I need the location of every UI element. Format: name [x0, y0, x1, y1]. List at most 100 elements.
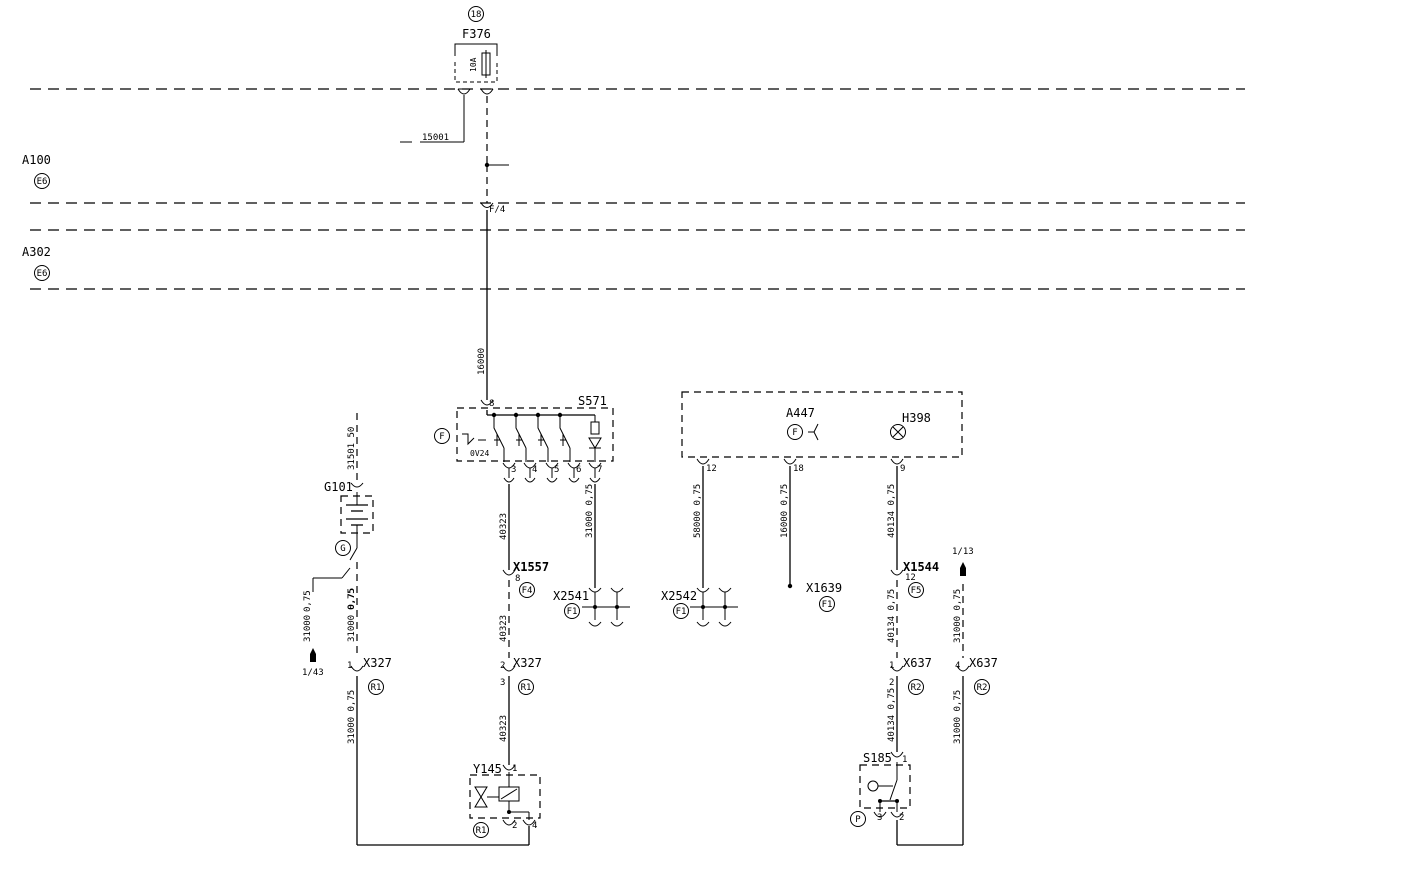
- svg-text:31000 0,75: 31000 0,75: [953, 690, 963, 744]
- svg-text:2: 2: [512, 821, 517, 831]
- svg-text:31000 0,75: 31000 0,75: [585, 484, 595, 538]
- svg-text:R1: R1: [371, 683, 382, 693]
- module-a302: A302 E6: [22, 245, 51, 281]
- s571-name: S571: [578, 394, 607, 408]
- svg-text:E6: E6: [37, 269, 48, 279]
- s185-name: S185: [863, 751, 892, 765]
- svg-text:2: 2: [889, 678, 894, 688]
- wire-31000-right-column[interactable]: 1/13 31000 0,75 4 X637 R2 31000 0,75: [952, 547, 998, 845]
- svg-text:12: 12: [706, 464, 717, 474]
- svg-text:E6: E6: [37, 177, 48, 187]
- connector-x2542[interactable]: 58000 0,75 X2542 F1: [661, 466, 738, 627]
- valve-y145[interactable]: Y145 1 2 4 R1: [469, 762, 541, 845]
- svg-text:31000 0,75: 31000 0,75: [347, 690, 357, 744]
- x2542-name: X2542: [661, 589, 697, 603]
- svg-text:5: 5: [554, 465, 559, 475]
- svg-text:1: 1: [902, 755, 907, 765]
- svg-text:F: F: [439, 432, 444, 442]
- module-a447[interactable]: A447 F H398 12 18 9: [681, 391, 963, 474]
- svg-text:0,75: 0,75: [303, 590, 313, 612]
- svg-text:X637: X637: [903, 656, 932, 670]
- fuse-circle-label: 18: [471, 10, 482, 20]
- svg-text:3: 3: [877, 813, 882, 823]
- h398-name: H398: [902, 411, 931, 425]
- svg-text:58000 0,75: 58000 0,75: [693, 484, 703, 538]
- svg-text:R2: R2: [911, 683, 922, 693]
- switch-s571[interactable]: S571 F 0V24 3 4: [434, 394, 614, 483]
- svg-text:F5: F5: [911, 586, 922, 596]
- svg-text:F1: F1: [822, 600, 833, 610]
- wire-40323-column[interactable]: 40323 X1557 8 F4 40323 2 X327 3 R1 40323: [499, 484, 549, 765]
- svg-text:R1: R1: [521, 683, 532, 693]
- svg-text:1: 1: [889, 661, 894, 671]
- svg-text:40323: 40323: [499, 715, 509, 742]
- wire-15001: 15001: [422, 133, 449, 143]
- svg-text:1: 1: [512, 764, 517, 774]
- svg-text:40134 0,75: 40134 0,75: [887, 589, 897, 643]
- svg-text:P: P: [855, 815, 861, 825]
- a100-name: A100: [22, 153, 51, 167]
- x2541-name: X2541: [553, 589, 589, 603]
- s571-lamp-label: 0V24: [470, 449, 489, 458]
- lamp-h398-icon: [890, 424, 906, 440]
- fuse-f376[interactable]: 18 F376 10A 15001: [400, 6, 509, 204]
- svg-text:6: 6: [576, 465, 581, 475]
- svg-text:2: 2: [899, 813, 904, 823]
- x1544-name: X1544: [903, 560, 939, 574]
- x1639-name: X1639: [806, 581, 842, 595]
- svg-text:40134 0,75: 40134 0,75: [887, 484, 897, 538]
- battery-g101[interactable]: 31501 50 G101 G 0,75 31000 0,75 0,75 310…: [302, 413, 529, 846]
- connector-x2541[interactable]: 31000 0,75 X2541 F1: [553, 484, 630, 627]
- svg-text:X637: X637: [969, 656, 998, 670]
- svg-text:F1: F1: [676, 607, 687, 617]
- svg-text:1: 1: [347, 661, 352, 671]
- svg-text:31501 50: 31501 50: [347, 427, 357, 470]
- x1557-name: X1557: [513, 560, 549, 574]
- wire-40134-column[interactable]: 40134 0,75 X1544 12 F5 40134 0,75 1 X637…: [887, 466, 939, 752]
- bus-dashed-lines: [30, 88, 1245, 290]
- module-a100: A100 E6: [22, 153, 51, 189]
- a302-name: A302: [22, 245, 51, 259]
- fuse-name: F376: [462, 27, 491, 41]
- svg-text:40323: 40323: [499, 615, 509, 642]
- svg-text:R1: R1: [476, 826, 487, 836]
- svg-text:2: 2: [500, 661, 505, 671]
- svg-text:9: 9: [900, 464, 905, 474]
- g101-name: G101: [324, 480, 353, 494]
- main-wire-16000[interactable]: F/4 16000 8: [477, 202, 505, 409]
- svg-text:8: 8: [489, 399, 494, 409]
- svg-text:0,75: 0,75: [347, 588, 357, 610]
- svg-text:X327: X327: [363, 656, 392, 670]
- svg-text:F: F: [792, 428, 797, 438]
- svg-text:F4: F4: [522, 586, 533, 596]
- svg-text:4: 4: [532, 465, 537, 475]
- wire-16000-label: 16000: [477, 348, 487, 375]
- svg-text:4: 4: [955, 661, 960, 671]
- switch-s185[interactable]: S185 1 3 2 P: [850, 751, 964, 846]
- svg-text:12: 12: [905, 573, 916, 583]
- y145-name: Y145: [473, 762, 502, 776]
- svg-text:X327: X327: [513, 656, 542, 670]
- svg-text:3: 3: [511, 465, 516, 475]
- svg-text:31000 0,75: 31000 0,75: [347, 588, 357, 642]
- svg-text:3: 3: [500, 678, 505, 688]
- svg-text:40323: 40323: [499, 513, 509, 540]
- connector-x1639[interactable]: 16000 0,75 X1639 F1: [780, 466, 842, 612]
- svg-text:4: 4: [532, 821, 537, 831]
- svg-text:16000 0,75: 16000 0,75: [780, 484, 790, 538]
- a447-name: A447: [786, 406, 815, 420]
- svg-text:8: 8: [515, 574, 520, 584]
- svg-text:31000: 31000: [303, 615, 313, 642]
- fuse-rating: 10A: [469, 57, 478, 72]
- ref-left: 1/43: [302, 668, 324, 678]
- svg-text:31000 0,75: 31000 0,75: [953, 589, 963, 643]
- svg-text:18: 18: [793, 464, 804, 474]
- svg-text:7: 7: [597, 465, 602, 475]
- fpin-label: F/4: [489, 205, 505, 215]
- svg-text:F1: F1: [567, 607, 578, 617]
- svg-text:G: G: [340, 544, 345, 554]
- ref-right: 1/13: [952, 547, 974, 557]
- svg-text:40134 0,75: 40134 0,75: [887, 688, 897, 742]
- svg-text:R2: R2: [977, 683, 988, 693]
